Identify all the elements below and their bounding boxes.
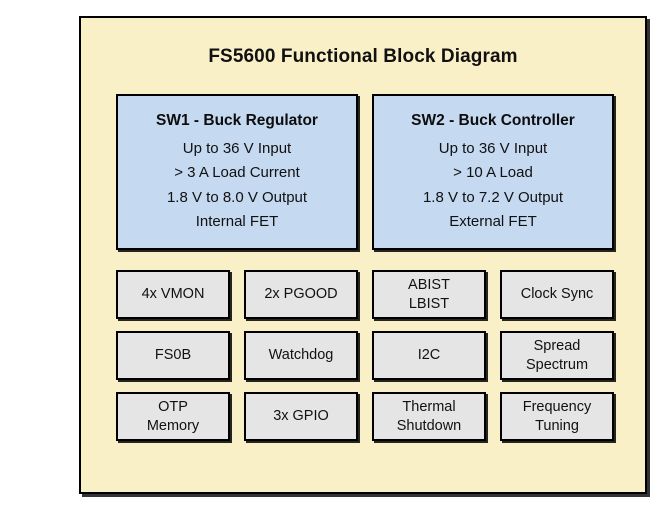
switcher-block-row: SW1 - Buck Regulator Up to 36 V Input > … <box>116 94 614 250</box>
feature-block-abist-lbist: ABIST LBIST <box>372 270 486 319</box>
feature-block-label: Frequency <box>522 398 592 415</box>
feature-block-label: Clock Sync <box>520 286 594 303</box>
feature-block-pgood: 2x PGOOD <box>244 270 358 319</box>
switcher-block-sw2-spec: > 10 A Load <box>453 164 533 182</box>
functional-block-diagram-panel: FS5600 Functional Block Diagram SW1 - Bu… <box>79 16 647 494</box>
feature-block-label: 4x VMON <box>141 286 205 303</box>
feature-block-row: 4x VMON 2x PGOOD ABIST LBIST Clock Sync <box>116 270 614 319</box>
switcher-block-sw1: SW1 - Buck Regulator Up to 36 V Input > … <box>116 94 358 250</box>
switcher-block-sw2-spec: External FET <box>449 212 537 230</box>
feature-block-vmon: 4x VMON <box>116 270 230 319</box>
feature-block-label: LBIST <box>408 295 450 312</box>
feature-block-label: 2x PGOOD <box>264 286 338 303</box>
switcher-block-sw1-spec: Internal FET <box>195 212 279 230</box>
switcher-block-sw1-spec: 1.8 V to 8.0 V Output <box>166 188 308 206</box>
feature-block-spread-spectrum: Spread Spectrum <box>500 331 614 380</box>
feature-block-label: Memory <box>146 417 200 434</box>
feature-block-label: Watchdog <box>268 347 334 364</box>
feature-block-frequency-tuning: Frequency Tuning <box>500 392 614 441</box>
feature-block-label: Spread <box>533 337 581 354</box>
switcher-block-sw2-spec: 1.8 V to 7.2 V Output <box>422 188 564 206</box>
feature-block-fs0b: FS0B <box>116 331 230 380</box>
feature-block-row: FS0B Watchdog I2C Spread Spectrum <box>116 331 614 380</box>
feature-block-label: Spectrum <box>525 356 589 373</box>
switcher-block-sw2-spec: Up to 36 V Input <box>438 139 548 157</box>
feature-block-watchdog: Watchdog <box>244 331 358 380</box>
feature-block-label: 3x GPIO <box>273 408 329 425</box>
feature-block-label: OTP <box>158 398 188 415</box>
feature-block-label: FS0B <box>154 347 192 364</box>
feature-block-label: Shutdown <box>396 417 462 434</box>
switcher-block-sw1-spec: > 3 A Load Current <box>174 164 300 182</box>
feature-block-gpio: 3x GPIO <box>244 392 358 441</box>
feature-block-label: ABIST <box>408 276 450 293</box>
feature-block-label: I2C <box>417 347 441 364</box>
feature-block-row: OTP Memory 3x GPIO Thermal Shutdown Freq… <box>116 392 614 441</box>
feature-block-label: Tuning <box>535 417 579 434</box>
feature-block-thermal-shutdown: Thermal Shutdown <box>372 392 486 441</box>
page-title: FS5600 Functional Block Diagram <box>208 46 518 67</box>
feature-block-label: Thermal <box>402 398 456 415</box>
switcher-block-sw1-spec: Up to 36 V Input <box>182 139 292 157</box>
switcher-block-sw1-title: SW1 - Buck Regulator <box>156 111 318 129</box>
feature-block-i2c: I2C <box>372 331 486 380</box>
switcher-block-sw2: SW2 - Buck Controller Up to 36 V Input >… <box>372 94 614 250</box>
feature-block-otp-memory: OTP Memory <box>116 392 230 441</box>
feature-block-clock-sync: Clock Sync <box>500 270 614 319</box>
switcher-block-sw2-title: SW2 - Buck Controller <box>411 111 575 129</box>
feature-block-grid: 4x VMON 2x PGOOD ABIST LBIST Clock Sync … <box>116 270 614 441</box>
